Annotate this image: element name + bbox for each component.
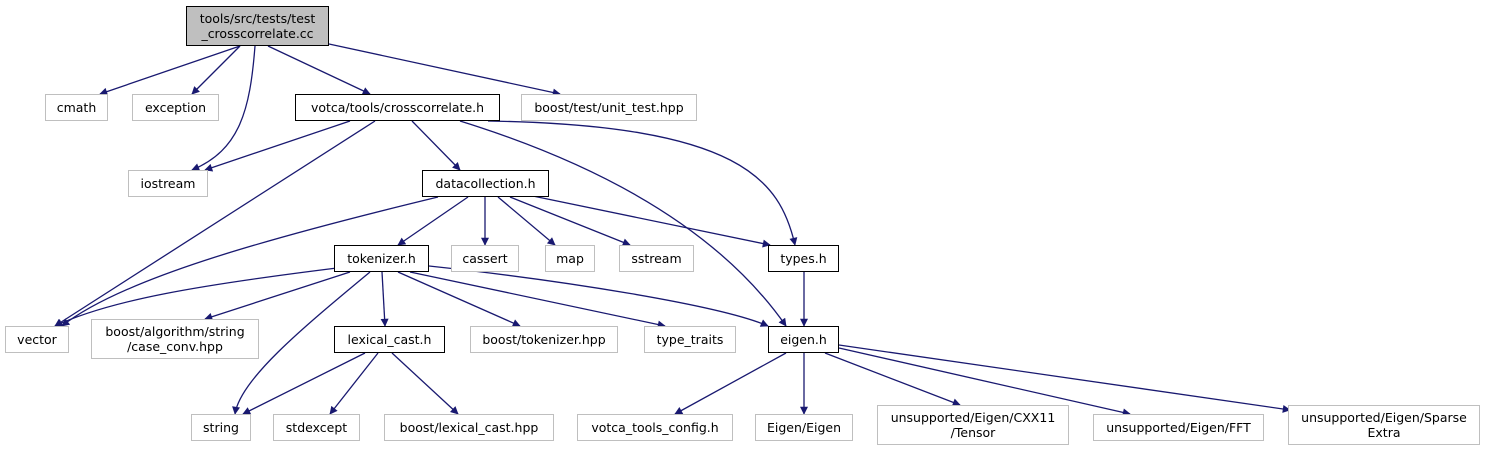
node-boost-lexical-cast-hpp: boost/lexical_cast.hpp bbox=[384, 414, 554, 441]
edge-lexical-cast-to-stdexcept bbox=[329, 352, 379, 415]
node-cassert: cassert bbox=[451, 245, 519, 272]
edge-datacollection-to-sstream bbox=[509, 196, 631, 247]
node-cmath: cmath bbox=[45, 94, 108, 121]
node-types-header[interactable]: types.h bbox=[768, 245, 839, 272]
node-root-file-line-1: tools/src/tests/test bbox=[199, 11, 316, 26]
edge-datacollection-to-map bbox=[497, 196, 556, 246]
node-eigen-sparse-extra-line-1: unsupported/Eigen/Sparse bbox=[1301, 410, 1467, 425]
edge-root-to-cmath bbox=[99, 45, 241, 96]
node-root-file-line-2: _crosscorrelate.cc bbox=[201, 26, 314, 41]
node-case-conv-line-1: boost/algorithm/string bbox=[105, 324, 245, 339]
edge-root-to-unit-test bbox=[328, 43, 561, 97]
node-vector-label: vector bbox=[17, 332, 57, 347]
node-boost-tokenizer-hpp: boost/tokenizer.hpp bbox=[470, 326, 618, 353]
node-vector: vector bbox=[5, 326, 69, 353]
edge-tokenizer-to-case-conv bbox=[204, 271, 351, 321]
node-stdexcept: stdexcept bbox=[273, 414, 360, 441]
node-eigen-label: eigen.h bbox=[780, 332, 827, 347]
edge-tokenizer-to-lexical-cast bbox=[380, 271, 389, 327]
edge-crosscorrelate-to-types bbox=[487, 120, 798, 246]
node-type-traits-label: type_traits bbox=[656, 332, 724, 347]
node-eigen-sparse-extra-line-2: Extra bbox=[1367, 425, 1401, 440]
edge-crosscorrelate-to-iostream bbox=[204, 120, 351, 172]
node-map-label: map bbox=[556, 251, 584, 266]
edge-datacollection-to-types bbox=[527, 194, 771, 248]
node-eigen-tensor-line-1: unsupported/Eigen/CXX11 bbox=[890, 410, 1056, 425]
edge-tokenizer-to-boost-tokenizer bbox=[397, 271, 521, 327]
node-exception: exception bbox=[132, 94, 219, 121]
node-case-conv-hpp: boost/algorithm/string /case_conv.hpp bbox=[91, 319, 259, 359]
edge-datacollection-to-vector bbox=[61, 196, 439, 327]
node-lexical-cast-header[interactable]: lexical_cast.h bbox=[334, 326, 445, 353]
node-boost-tokenizer-label: boost/tokenizer.hpp bbox=[482, 332, 606, 347]
edge-root-to-crosscorrelate bbox=[267, 45, 371, 95]
edge-crosscorrelate-to-eigen bbox=[459, 120, 787, 327]
node-cmath-label: cmath bbox=[56, 100, 97, 115]
node-iostream-label: iostream bbox=[140, 176, 196, 191]
edge-tokenizer-to-string bbox=[232, 271, 371, 415]
node-eigen-eigen: Eigen/Eigen bbox=[755, 414, 853, 441]
node-eigen-eigen-label: Eigen/Eigen bbox=[766, 420, 842, 435]
node-map: map bbox=[545, 245, 595, 272]
node-votca-tools-config: votca_tools_config.h bbox=[577, 414, 733, 441]
edge-datacollection-to-tokenizer bbox=[397, 196, 469, 246]
node-type-traits: type_traits bbox=[644, 326, 736, 353]
node-string: string bbox=[191, 414, 251, 441]
edge-eigen-to-sparse-extra bbox=[838, 344, 1291, 413]
node-eigen-sparse-extra: unsupported/Eigen/Sparse Extra bbox=[1288, 405, 1480, 445]
node-case-conv-line-2: /case_conv.hpp bbox=[127, 339, 223, 354]
node-datacollection-header[interactable]: datacollection.h bbox=[422, 170, 549, 197]
node-eigen-fft: unsupported/Eigen/FFT bbox=[1093, 414, 1264, 441]
edge-root-to-exception bbox=[191, 45, 241, 95]
edge-lexical-cast-to-boost-lexical-cast bbox=[391, 352, 459, 415]
node-tokenizer-header[interactable]: tokenizer.h bbox=[334, 245, 429, 272]
node-root-file: tools/src/tests/test _crosscorrelate.cc bbox=[186, 6, 329, 46]
edge-tokenizer-to-vector bbox=[54, 267, 338, 327]
node-string-label: string bbox=[203, 420, 239, 435]
edge-tokenizer-to-type-traits bbox=[409, 271, 666, 329]
node-eigen-fft-label: unsupported/Eigen/FFT bbox=[1106, 420, 1251, 435]
node-unit-test-hpp: boost/test/unit_test.hpp bbox=[521, 94, 697, 121]
edge-crosscorrelate-to-vector bbox=[54, 120, 376, 327]
node-types-label: types.h bbox=[780, 251, 827, 266]
node-iostream: iostream bbox=[128, 170, 208, 197]
edge-tokenizer-to-eigen bbox=[428, 265, 769, 327]
node-sstream-label: sstream bbox=[631, 251, 682, 266]
node-votca-tools-config-label: votca_tools_config.h bbox=[591, 420, 719, 435]
node-cassert-label: cassert bbox=[462, 251, 508, 266]
edge-eigen-to-fft bbox=[838, 347, 1131, 417]
node-eigen-tensor: unsupported/Eigen/CXX11 /Tensor bbox=[877, 405, 1069, 445]
edge-crosscorrelate-to-datacollection bbox=[411, 120, 461, 171]
edge-eigen-to-votca-tools-config bbox=[674, 352, 787, 415]
node-sstream: sstream bbox=[619, 245, 694, 272]
node-lexical-cast-label: lexical_cast.h bbox=[347, 332, 432, 347]
node-crosscorrelate-label: votca/tools/crosscorrelate.h bbox=[310, 100, 485, 115]
edge-lexical-cast-to-string bbox=[242, 352, 366, 415]
edge-eigen-to-tensor bbox=[824, 352, 961, 407]
node-eigen-tensor-line-2: /Tensor bbox=[950, 425, 996, 440]
edge-root-to-iostream bbox=[191, 45, 256, 171]
node-eigen-header[interactable]: eigen.h bbox=[768, 326, 839, 353]
node-boost-lexical-cast-label: boost/lexical_cast.hpp bbox=[399, 420, 539, 435]
node-datacollection-label: datacollection.h bbox=[435, 176, 536, 191]
node-stdexcept-label: stdexcept bbox=[285, 420, 348, 435]
node-exception-label: exception bbox=[144, 100, 207, 115]
node-tokenizer-label: tokenizer.h bbox=[347, 251, 416, 266]
node-unit-test-label: boost/test/unit_test.hpp bbox=[534, 100, 684, 115]
node-crosscorrelate-header[interactable]: votca/tools/crosscorrelate.h bbox=[295, 94, 500, 121]
